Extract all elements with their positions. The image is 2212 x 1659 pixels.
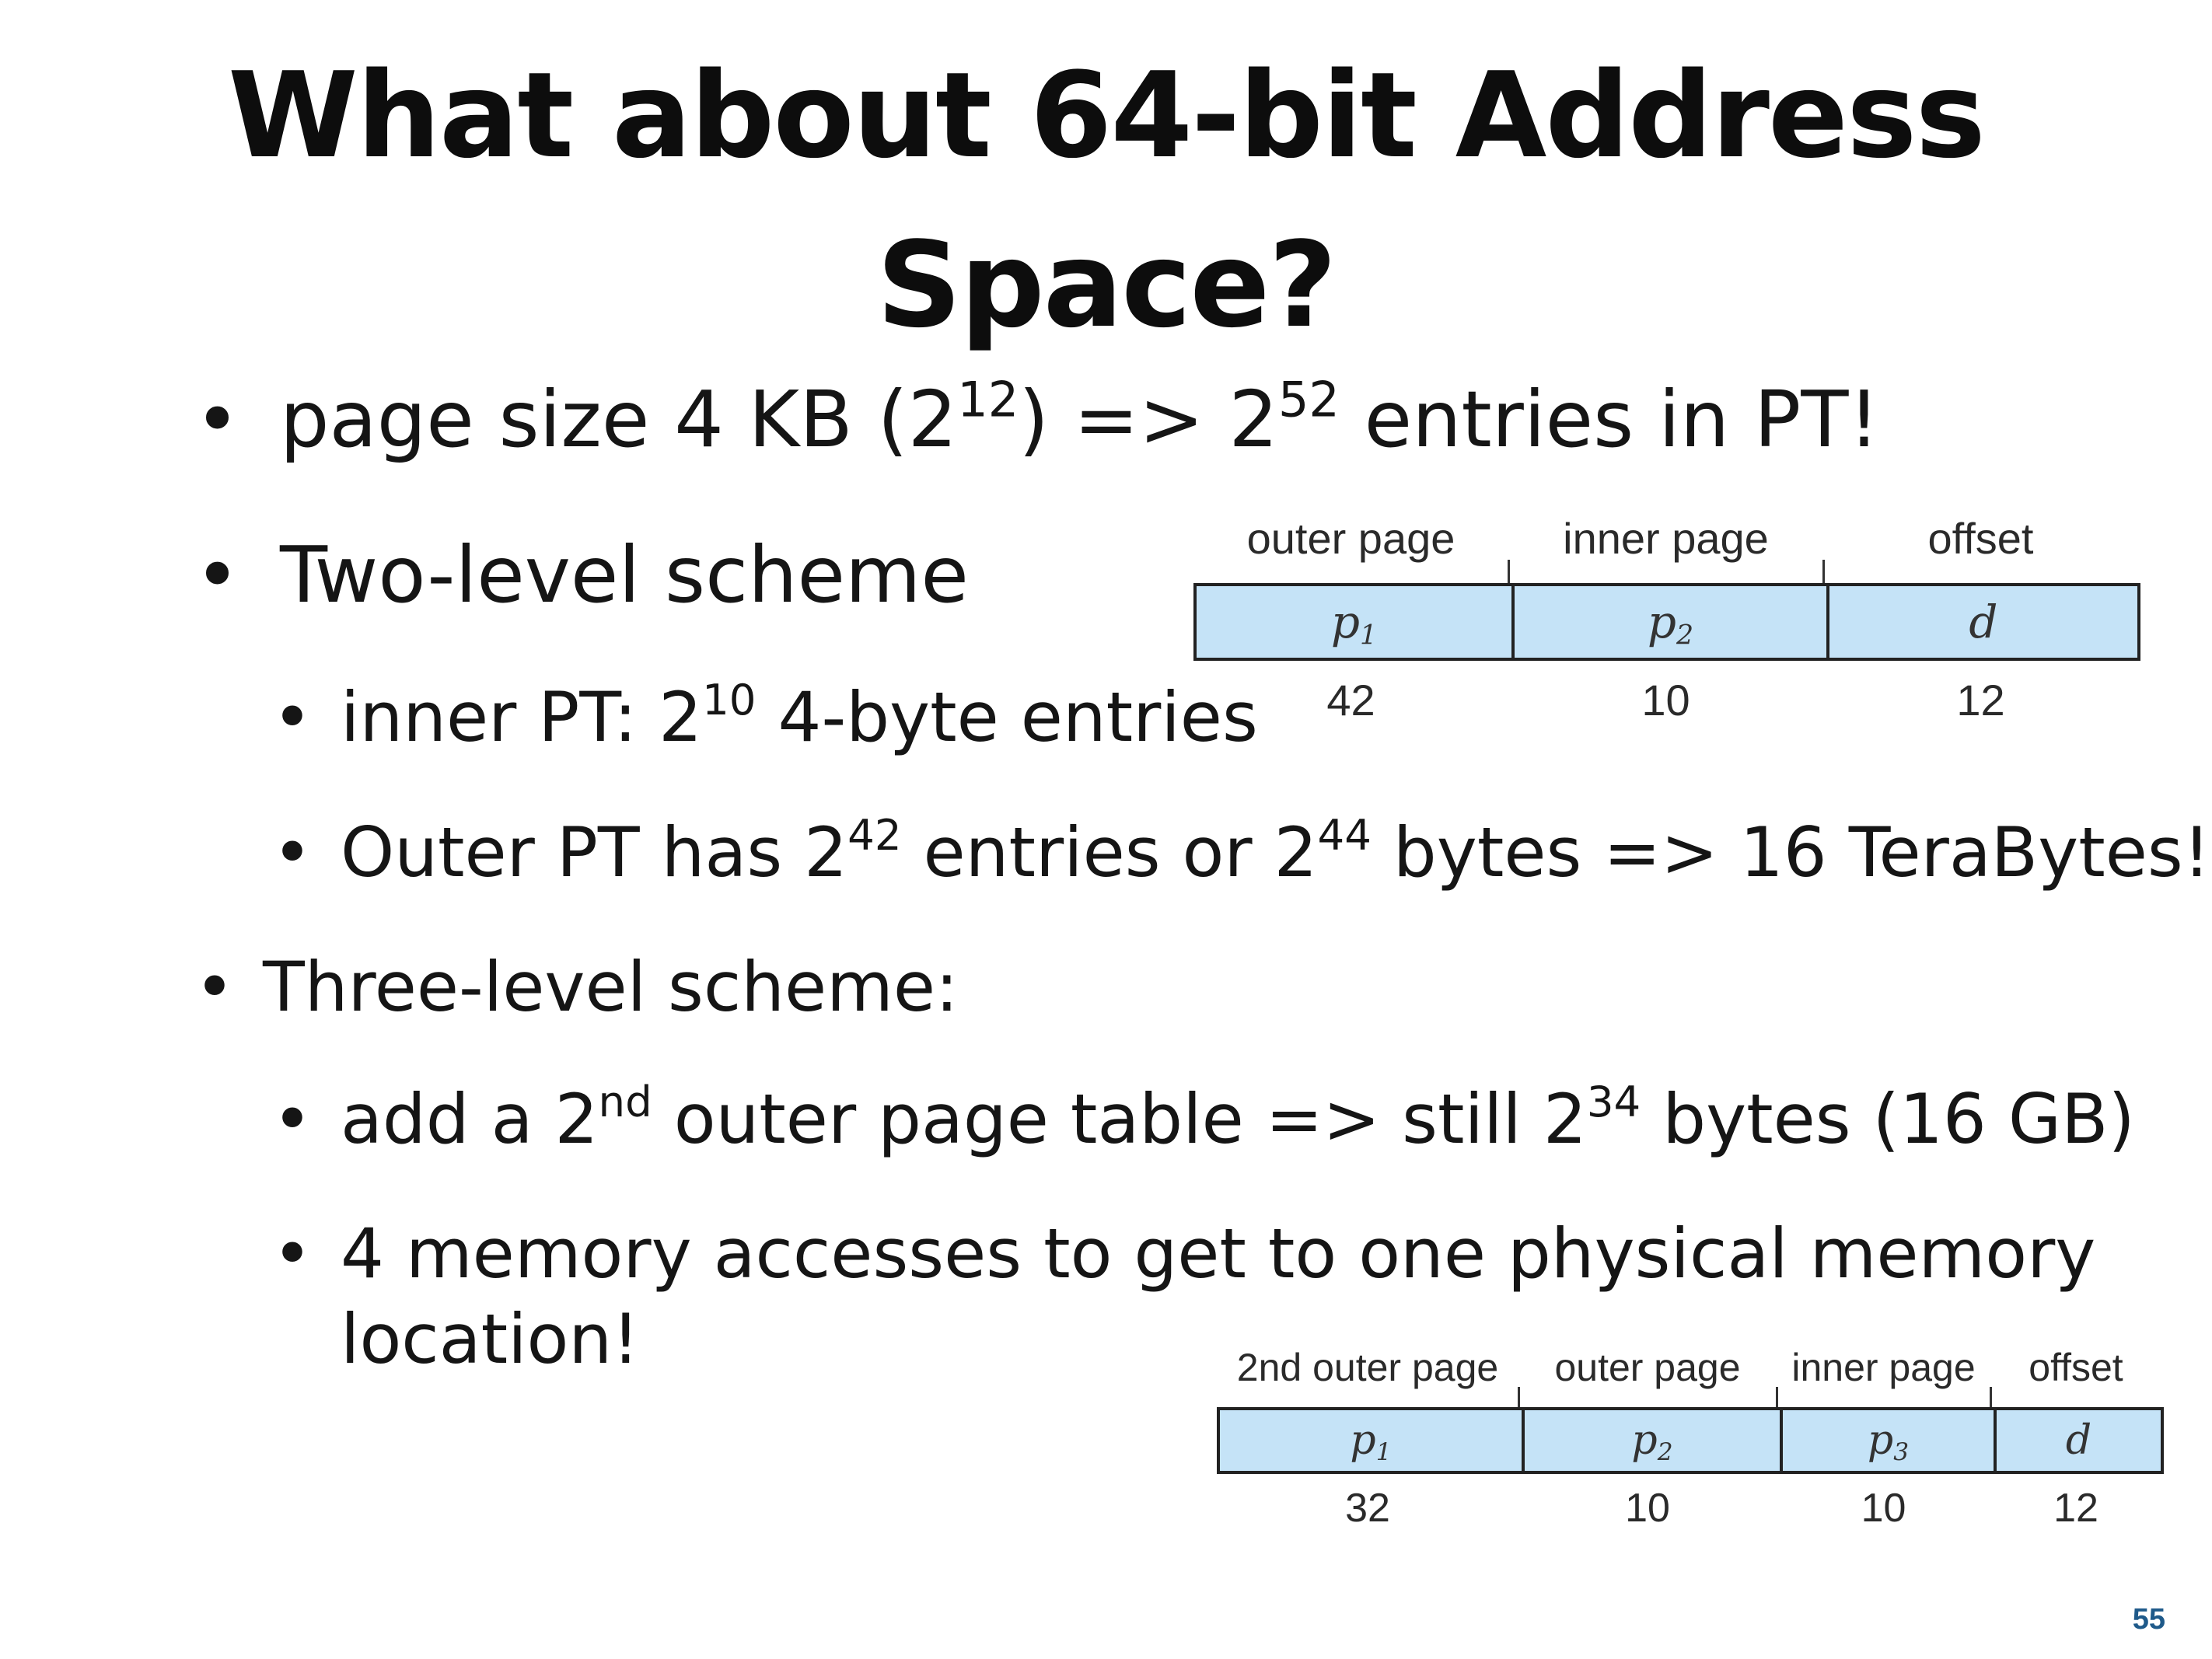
field-p2: p2 [1522, 1410, 1780, 1471]
bullet-dot: • [194, 374, 240, 465]
title-line-2: Space? [876, 216, 1337, 354]
bullet-text: page size 4 KB (212) => 252 entries in P… [280, 371, 1880, 465]
field-p1: p1 [1330, 595, 1378, 651]
bits-offset: 12 [1956, 676, 2005, 725]
bullet-dot: • [194, 529, 240, 620]
field-header-offset: offset [2029, 1346, 2123, 1389]
bullet-dot: • [194, 947, 235, 1027]
bits-outer: 42 [1326, 676, 1375, 725]
field-p3: p3 [1780, 1410, 1994, 1471]
three-level-address-diagram: 2nd outer page outer page inner page off… [1217, 1345, 2173, 1539]
field-header-offset: offset [1927, 514, 2034, 563]
field-p1: p1 [1350, 1417, 1392, 1466]
field-header-outer-page: outer page [1554, 1346, 1741, 1389]
bullet-text: inner PT: 210 4-byte entries [341, 675, 1258, 757]
field-p2: p2 [1511, 586, 1826, 658]
bullet-text: Three-level scheme: [263, 947, 959, 1027]
field-header-inner-page: inner page [1791, 1346, 1976, 1389]
field-header-outer-page: outer page [1246, 514, 1455, 563]
two-level-address-diagram: outer page inner page offset p1 p2 d 42 … [1193, 513, 2150, 731]
bits-outer: 10 [1625, 1486, 1670, 1531]
field-d: d [1994, 1410, 2161, 1471]
field-header-2nd-outer-page: 2nd outer page [1236, 1346, 1499, 1389]
bullet-dot: • [272, 1079, 313, 1159]
field-header-inner-page: inner page [1563, 514, 1769, 563]
bullet-dot: • [272, 677, 313, 757]
bits-inner: 10 [1861, 1486, 1906, 1531]
bits-offset: 12 [2053, 1486, 2098, 1531]
field-d: d [1826, 586, 2137, 658]
address-fields-bar: p1 p2 p3 d [1217, 1407, 2164, 1474]
bits-inner: 10 [1641, 676, 1690, 725]
page-number: 55 [2132, 1603, 2165, 1636]
slide-title: What about 64-bit Address Space? [0, 31, 2212, 370]
bullet-text: 4 memory accesses to get to one physical… [341, 1214, 2096, 1379]
bullet-dot: • [272, 812, 313, 892]
bullet-dot: • [272, 1214, 313, 1294]
address-fields-bar: p1 p2 d [1193, 583, 2140, 661]
bullet-text: Outer PT has 242 entries or 244 bytes =>… [341, 810, 2210, 892]
bits-2nd-outer: 32 [1345, 1486, 1390, 1531]
title-line-1: What about 64-bit Address [228, 47, 1986, 184]
bullet-text: add a 2nd outer page table => still 234 … [341, 1077, 2135, 1159]
bullet-text: Two-level scheme [280, 529, 969, 620]
